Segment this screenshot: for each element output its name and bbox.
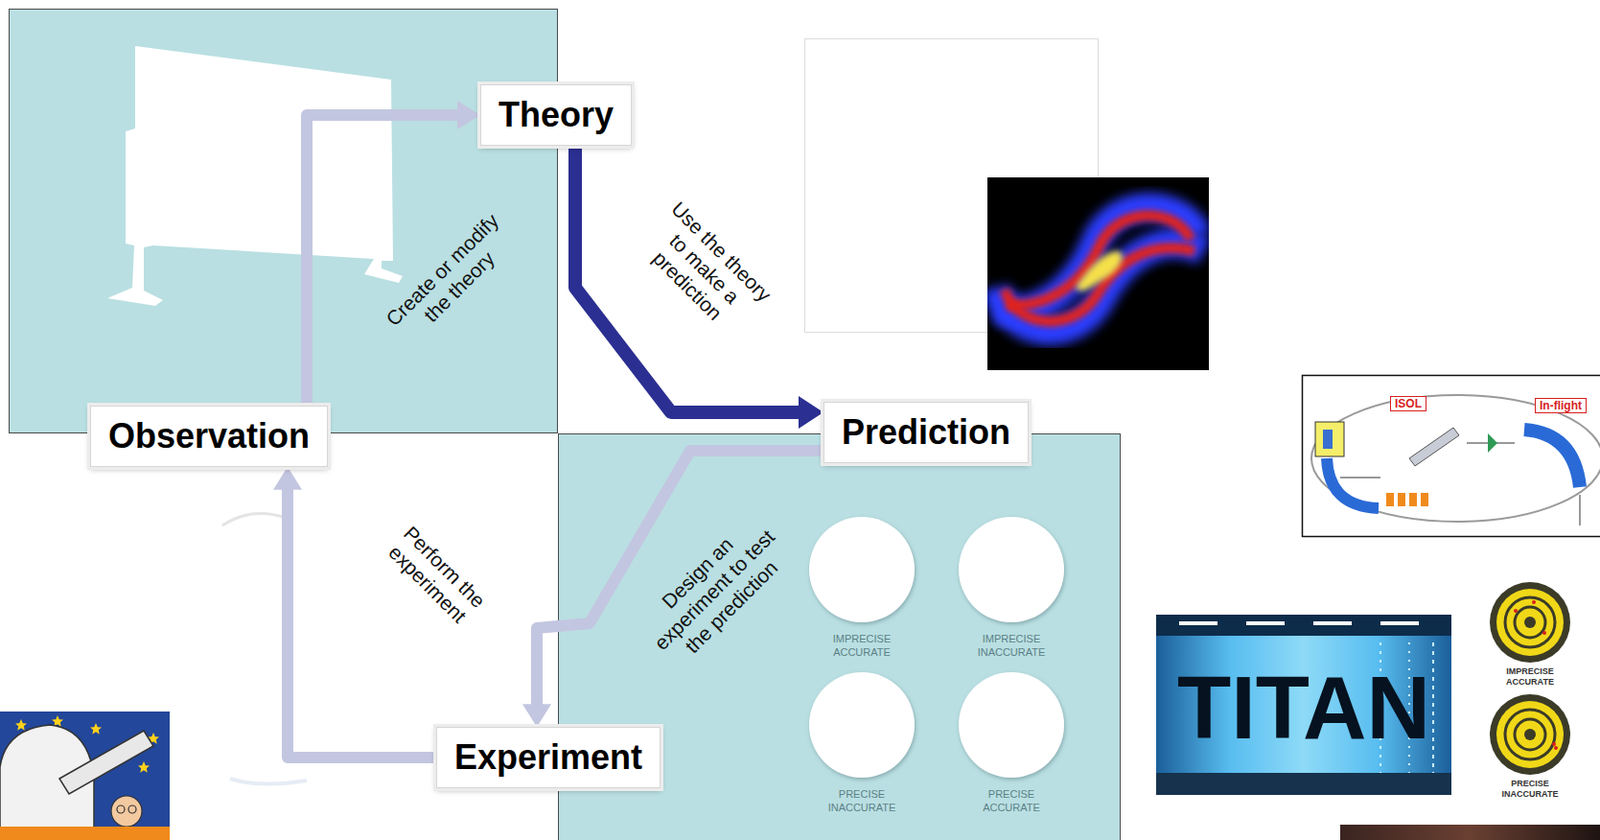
beam-loop (1311, 394, 1600, 522)
observation-box: Observation (90, 405, 328, 466)
arrow-head (798, 395, 824, 429)
ceiling-light (1313, 621, 1352, 626)
fragment-separator (1524, 429, 1580, 487)
target-caption: PRECISE ACCURATE (973, 788, 1050, 815)
target-ring (1514, 606, 1546, 638)
hit-mark (1553, 745, 1558, 750)
hit-mark (1531, 600, 1536, 604)
cycle-arrow (522, 450, 824, 727)
thin-target (1487, 433, 1498, 453)
ceiling-light (1179, 621, 1218, 626)
arrow-shaft (536, 450, 824, 706)
target-caption: IMPRECISE ACCURATE (1498, 666, 1562, 689)
galaxy-core (1075, 251, 1123, 291)
titan-photo (1156, 614, 1452, 795)
photo-strip (1340, 824, 1600, 840)
cycle-arrow (575, 145, 824, 429)
archery-target (1489, 581, 1571, 663)
target-center (1524, 728, 1536, 741)
astronomer-head (111, 795, 142, 827)
faint-sketch (230, 778, 307, 785)
theory-box: Theory (480, 84, 632, 145)
step-label: Use the theory to make a prediction (627, 191, 781, 345)
prediction-box: Prediction (823, 401, 1029, 463)
gas-catcher (1409, 427, 1460, 466)
target-caption: IMPRECISE ACCURATE (823, 632, 901, 660)
beam-line (1579, 494, 1581, 526)
target-block (1315, 421, 1345, 457)
target-circle (958, 516, 1065, 623)
whiteboard-silhouette (107, 46, 403, 306)
astronomer-glasses (116, 805, 125, 813)
arrow-head (457, 100, 481, 130)
galaxy-image (987, 177, 1209, 371)
target-circle (809, 672, 915, 778)
target-caption: PRECISE INACCURATE (1498, 778, 1562, 801)
floor (0, 826, 170, 840)
night-sky (0, 711, 170, 840)
target-ring (1514, 718, 1546, 750)
hit-mark (1542, 630, 1547, 635)
titan-details (1156, 614, 1452, 795)
node-label: Prediction (841, 412, 1011, 452)
step-label: Design an experiment to test the predict… (630, 506, 799, 674)
separator-magnet (1326, 458, 1379, 509)
star (90, 722, 102, 735)
target-ring (1505, 597, 1555, 648)
schematic-tag: ISOL (1390, 395, 1427, 412)
target-caption: PRECISE INACCURATE (823, 788, 901, 815)
photo-lettering: TITAN (1177, 663, 1431, 752)
galaxy-arms (997, 207, 1205, 330)
node-label: Observation (108, 416, 310, 456)
ceiling (1156, 614, 1452, 636)
step-label: Create or modify the theory (377, 205, 524, 351)
target-caption: IMPRECISE INACCURATE (973, 632, 1050, 660)
accelerator-cell (1397, 492, 1406, 507)
astronomer-glasses (128, 805, 137, 813)
star (15, 718, 27, 731)
faint-sketch (222, 513, 286, 527)
hit-mark (1513, 608, 1518, 613)
step-label: Perform the experiment (378, 517, 494, 633)
hit-mark (1552, 742, 1556, 746)
ceiling-light (1246, 621, 1285, 626)
floor (1156, 772, 1452, 795)
ceiling-light (1380, 621, 1419, 626)
schematic-tag: In-flight (1534, 397, 1587, 414)
galaxy-arm (1006, 215, 1191, 306)
rack-lights (1432, 642, 1435, 773)
arrow-shaft (575, 145, 801, 413)
target-ring (1489, 694, 1571, 775)
theory-panel (9, 9, 558, 434)
galaxy-arm (1004, 248, 1195, 323)
target-ring (1496, 700, 1564, 768)
cycle-arrow (273, 466, 437, 758)
node-label: Experiment (454, 737, 643, 777)
accelerator-cell (1409, 492, 1417, 507)
target-center (1524, 616, 1536, 628)
arrow-head (273, 466, 302, 490)
isol-diagram (1302, 375, 1600, 537)
telescope (59, 730, 154, 794)
node-label: Theory (498, 94, 614, 135)
arrow-head (522, 703, 552, 727)
target-ring (1489, 581, 1571, 663)
accelerator-cell (1420, 492, 1429, 507)
target-circle (809, 516, 915, 623)
star (138, 761, 150, 773)
experiment-box: Experiment (436, 726, 661, 788)
archery-target (1489, 694, 1571, 775)
accelerator-cell (1386, 492, 1394, 507)
target-circle (958, 672, 1065, 778)
target-core (1322, 429, 1333, 449)
target-ring (1496, 588, 1564, 656)
target-ring (1505, 709, 1555, 760)
beam-line (1340, 477, 1381, 479)
